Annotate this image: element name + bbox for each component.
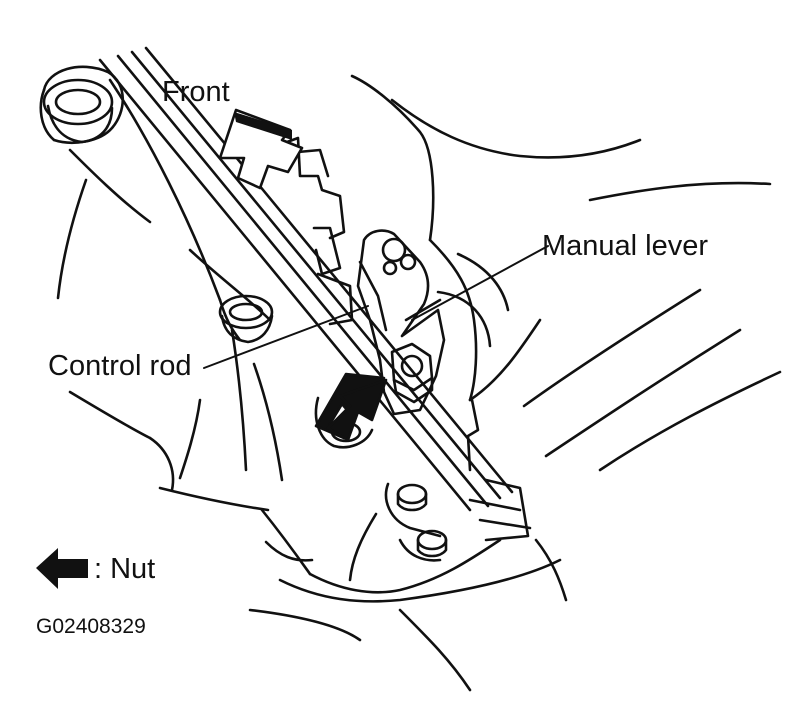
- manual-lever-leader: [411, 245, 549, 321]
- control-rod-leader: [203, 305, 369, 369]
- lever-upper-bolt: [381, 237, 417, 276]
- legend-nut-arrow-icon: [36, 548, 88, 589]
- linkage-brackets: [274, 136, 354, 326]
- figure-code: G02408329: [36, 615, 146, 638]
- lower-base: [248, 396, 568, 692]
- middle-mount-boss: [218, 294, 274, 344]
- front-direction-arrow-icon: [218, 108, 304, 190]
- control-rod-label: Control rod: [48, 350, 192, 382]
- legend-nut-label: : Nut: [94, 553, 156, 585]
- lower-bolts: [330, 421, 448, 558]
- housing-right: [350, 74, 782, 542]
- manual-lever-label: Manual lever: [542, 230, 709, 262]
- upper-mount-boss: [42, 78, 114, 144]
- nut-hex: [390, 342, 434, 404]
- nut-pointer-arrow-icon: [314, 372, 388, 442]
- front-label: Front: [162, 76, 230, 108]
- manual-lever-plate: [356, 229, 446, 416]
- control-rod-lines: [98, 46, 514, 512]
